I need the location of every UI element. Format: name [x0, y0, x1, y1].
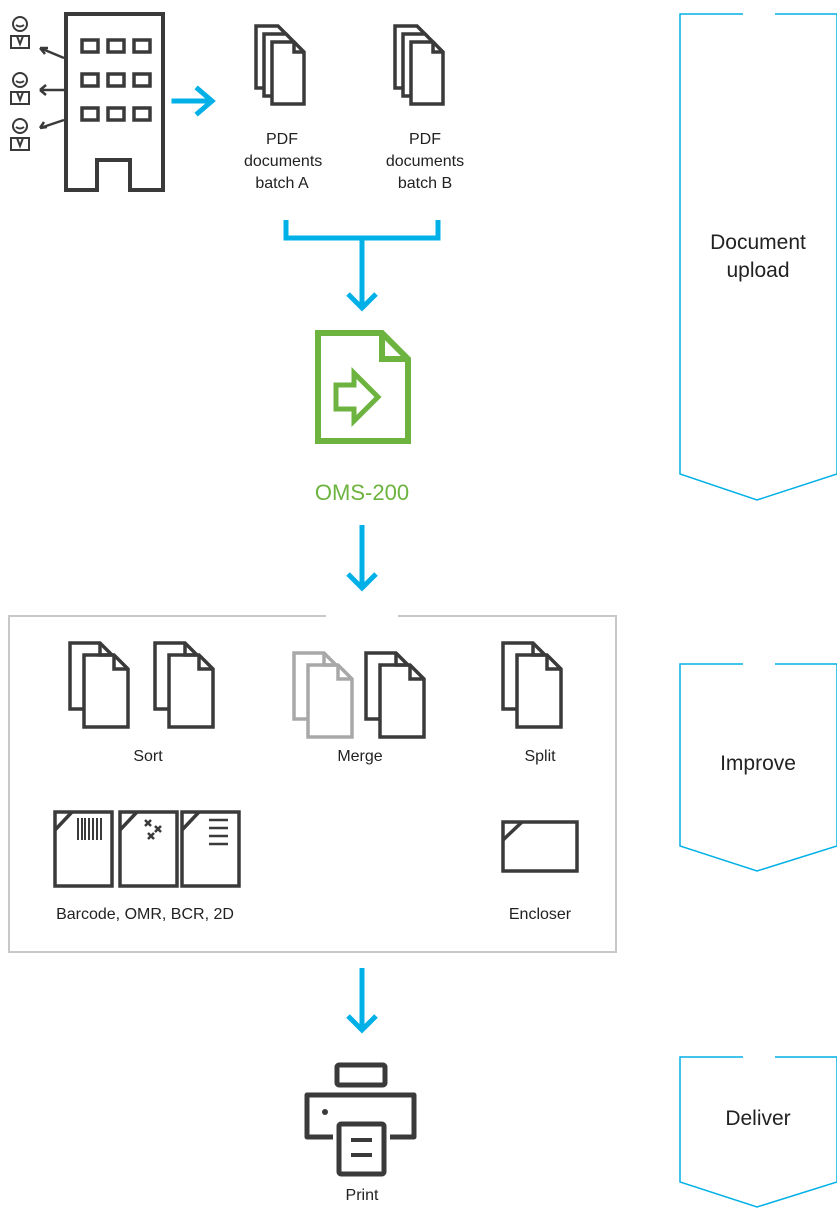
- stage-label-document-upload: Document upload: [710, 231, 806, 282]
- 2d-code-icon: [180, 810, 241, 888]
- printer-icon: [304, 1062, 417, 1177]
- split-icon: [501, 641, 563, 729]
- user-icon: [10, 72, 30, 105]
- stage-shape-improve: [679, 663, 837, 872]
- arrow-down: [346, 968, 378, 1034]
- split-label: Split: [524, 748, 556, 765]
- file-convert-icon: [315, 330, 411, 444]
- merge-icon: [292, 651, 426, 739]
- user-icon: [10, 16, 30, 49]
- converter-label: OMS-200: [314, 480, 410, 505]
- people-arrows: [38, 46, 65, 130]
- print-label: Print: [345, 1187, 379, 1204]
- documents-icon: [393, 24, 445, 106]
- merge-label: Merge: [337, 748, 383, 765]
- barcode-icon: [53, 810, 114, 888]
- stage-shape-document-upload: [679, 13, 837, 501]
- sort-label: Sort: [133, 748, 163, 765]
- user-icon: [10, 118, 30, 151]
- building-icon: [64, 12, 165, 192]
- merge-bracket-arrow: [283, 220, 441, 312]
- documents-icon: [254, 24, 306, 106]
- encloser-label: Encloser: [508, 906, 572, 923]
- arrow-down: [346, 525, 378, 592]
- encloser-icon: [501, 820, 579, 873]
- omr-icon: [118, 810, 179, 888]
- stage-label-improve: Improve: [720, 752, 796, 775]
- stage-label-deliver: Deliver: [725, 1107, 791, 1130]
- batch-b-label: PDF documents batch B: [385, 131, 465, 192]
- improve-box: [8, 615, 617, 953]
- stage-shape-deliver: [679, 1056, 837, 1208]
- sort-icon: [68, 641, 215, 729]
- arrow-right: [171, 85, 216, 117]
- batch-a-label: PDF documents batch A: [244, 131, 323, 192]
- barcode-label: Barcode, OMR, BCR, 2D: [56, 906, 234, 923]
